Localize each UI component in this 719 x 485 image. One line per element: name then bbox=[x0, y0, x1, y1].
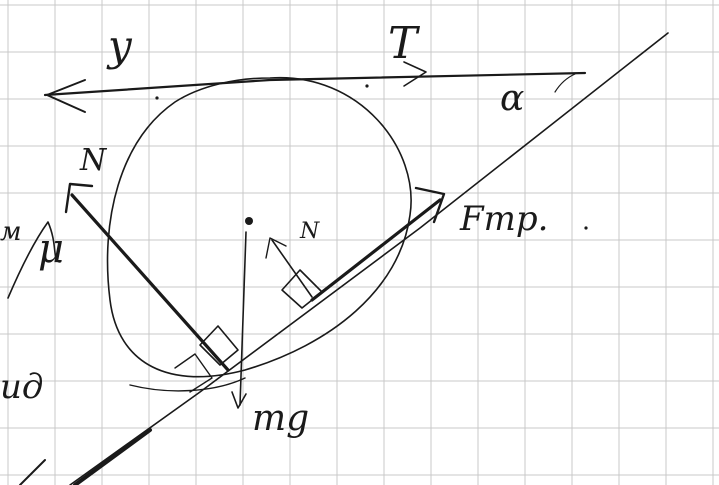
friction-arrowhead bbox=[414, 186, 446, 224]
margin-text-mid: ид bbox=[0, 367, 43, 407]
margin-scribble-bottom bbox=[19, 459, 46, 485]
incline-heavy-stroke bbox=[73, 428, 152, 485]
ball-lower-arc bbox=[129, 377, 246, 392]
ball-outline bbox=[106, 77, 412, 378]
angle-arc bbox=[554, 73, 576, 93]
label-angle: α bbox=[500, 78, 524, 119]
gravity-vector bbox=[239, 231, 247, 406]
label-gravity: mg bbox=[252, 398, 309, 439]
horizontal-axis-line bbox=[43, 71, 587, 97]
right-angle-mark-left-2 bbox=[174, 353, 213, 393]
label-friction: Fтр. bbox=[459, 199, 548, 239]
friction-vector bbox=[310, 198, 442, 302]
label-tension: T bbox=[388, 18, 421, 69]
right-angle-mark-left bbox=[199, 325, 239, 366]
label-normal-small: N bbox=[299, 219, 320, 244]
label-normal-left: N bbox=[79, 143, 108, 178]
label-y: y bbox=[106, 21, 133, 70]
gravity-arrowhead bbox=[231, 391, 247, 409]
normal-left-arrowhead bbox=[64, 182, 94, 214]
dot-1 bbox=[155, 96, 159, 100]
normal-small-arrowhead bbox=[265, 237, 287, 259]
label-mu: μ bbox=[38, 226, 64, 272]
normal-vector-small bbox=[271, 239, 313, 298]
center-dot bbox=[245, 217, 253, 225]
tension-arrowhead bbox=[403, 61, 427, 87]
margin-scribble-left bbox=[7, 221, 61, 299]
dot-3 bbox=[584, 226, 588, 230]
normal-vector-left bbox=[70, 193, 230, 372]
margin-text-top: м bbox=[0, 217, 22, 247]
dot-2 bbox=[365, 84, 369, 88]
horizontal-axis-arrowhead bbox=[46, 79, 86, 113]
right-angle-mark-small bbox=[281, 269, 323, 309]
incline-line bbox=[69, 32, 669, 485]
